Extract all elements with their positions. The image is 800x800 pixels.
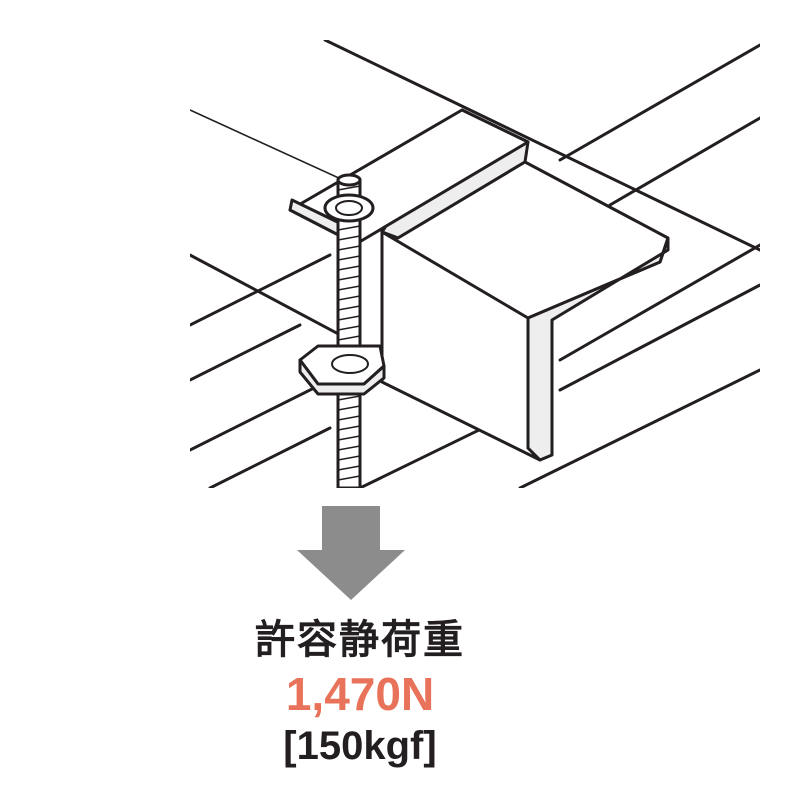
load-label: 許容静荷重 1,470N [150kgf] <box>190 612 530 770</box>
screw-rod <box>336 173 362 488</box>
load-title: 許容静荷重 <box>255 617 465 663</box>
hex-nut <box>298 344 386 396</box>
load-value: 1,470N <box>285 668 435 720</box>
load-kgf: [150kgf] <box>283 724 437 768</box>
top-washer <box>323 193 375 223</box>
down-arrow-icon <box>297 506 405 600</box>
